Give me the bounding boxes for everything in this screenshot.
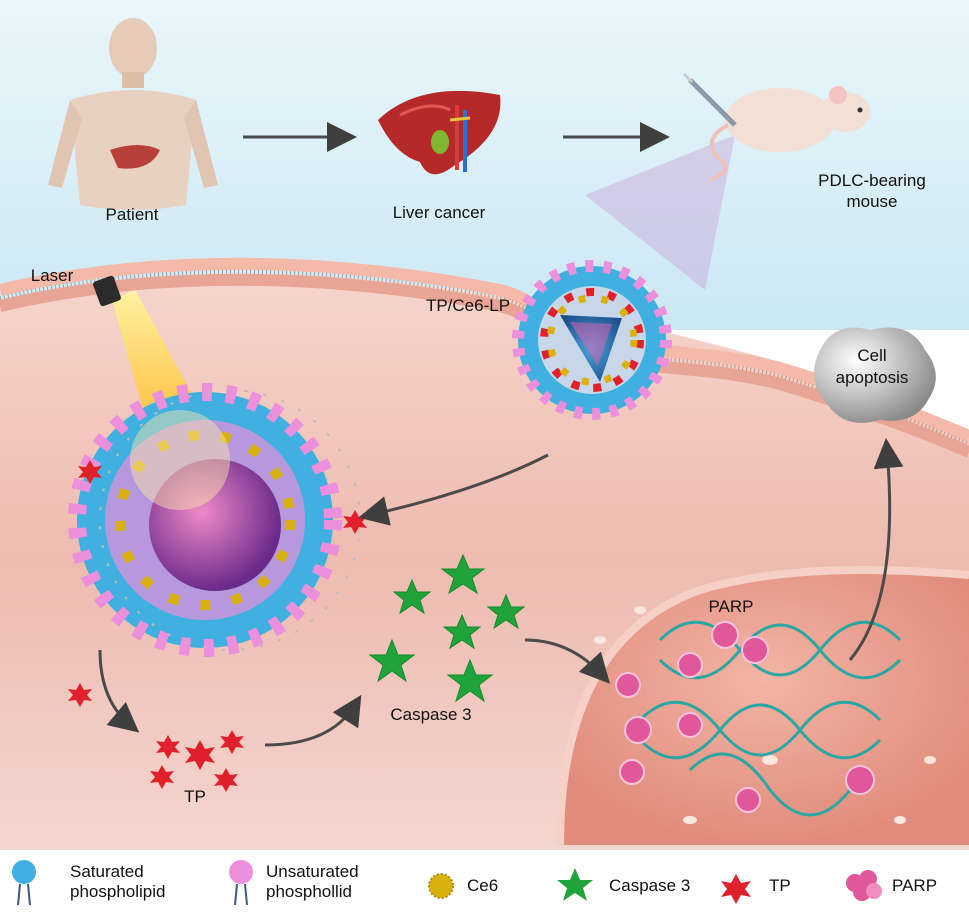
label-caspase: Caspase 3: [390, 705, 472, 724]
legend-parp: PARP: [892, 876, 938, 895]
tp-molecules: [68, 460, 367, 792]
label-apoptosis-line1: Cell: [857, 346, 887, 365]
dna-strand: [638, 620, 902, 817]
activated-liposome: [68, 383, 361, 657]
label-parp: PARP: [708, 597, 754, 616]
label-liposome: TP/Ce6-LP: [425, 296, 511, 315]
tp-ce6-liposome: [512, 260, 672, 420]
label-mouse-line1: PDLC-bearing: [818, 171, 926, 190]
legend-saturated-line1: Saturated: [70, 862, 144, 881]
label-laser: Laser: [30, 266, 74, 285]
mouse-illustration: [682, 72, 870, 182]
legend-caspase: Caspase 3: [609, 876, 691, 895]
label-mouse-line2: mouse: [846, 192, 898, 211]
label-patient: Patient: [105, 205, 159, 224]
label-liver-cancer: Liver cancer: [392, 203, 486, 222]
label-apoptosis-line2: apoptosis: [835, 368, 909, 387]
legend-unsaturated-line1: Unsaturated: [266, 862, 359, 881]
parp-cluster: [615, 621, 875, 813]
legend-tp: TP: [769, 876, 791, 895]
legend-icons: [12, 860, 882, 906]
legend-saturated-line2: phospholipid: [70, 882, 166, 901]
apoptotic-cell: [814, 327, 936, 423]
legend-unsaturated-line2: phosphollid: [266, 882, 353, 901]
legend-ce6: Ce6: [467, 876, 499, 895]
liver-illustration: [378, 90, 501, 175]
label-tp: TP: [184, 787, 206, 806]
patient-figure: [48, 18, 218, 210]
caspase-molecules: [368, 553, 526, 703]
